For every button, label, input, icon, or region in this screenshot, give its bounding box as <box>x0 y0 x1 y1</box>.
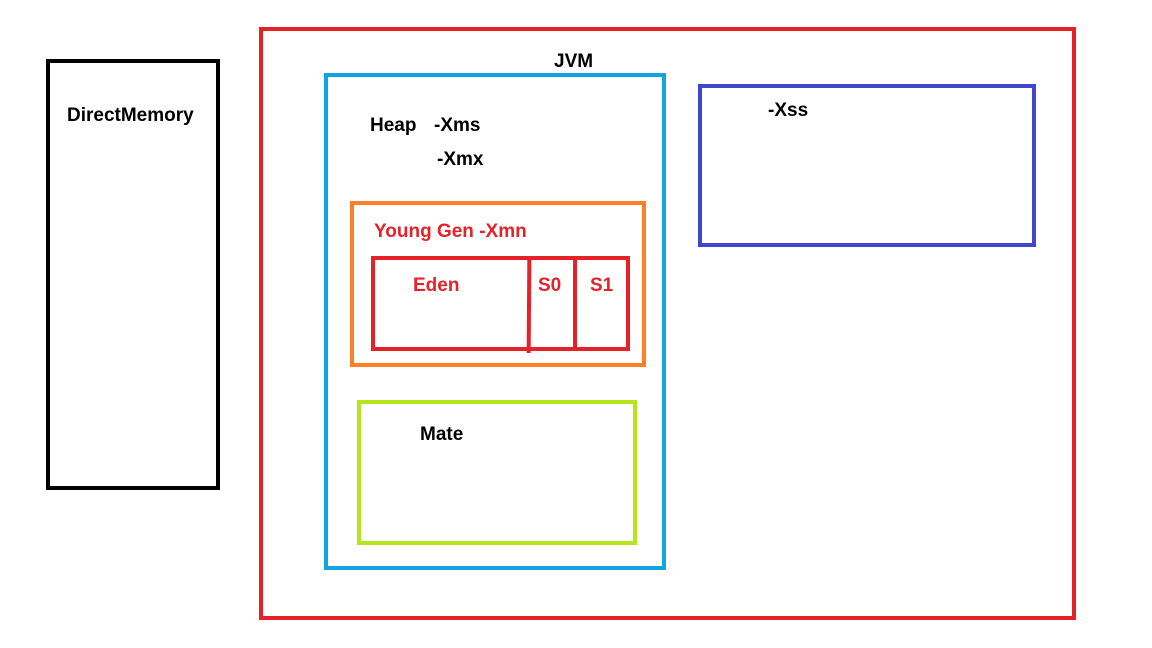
stack-box <box>698 84 1036 247</box>
heap-label: Heap <box>370 115 417 136</box>
jvm-label: JVM <box>554 51 594 72</box>
young-gen-survivor-box <box>371 256 630 351</box>
heap-box <box>324 73 666 570</box>
direct-memory-box <box>46 59 220 490</box>
s1-label: S1 <box>590 275 614 296</box>
meta-box <box>357 400 637 545</box>
eden-s0-divider <box>526 255 532 354</box>
stack-xss-label: -Xss <box>768 100 809 121</box>
jvm-box <box>259 27 1076 620</box>
direct-memory-label: DirectMemory <box>67 105 194 126</box>
heap-xms-label: -Xms <box>434 115 481 136</box>
eden-label: Eden <box>413 275 460 296</box>
meta-label: Mate <box>420 424 464 445</box>
heap-xmx-label: -Xmx <box>437 149 484 170</box>
s0-s1-divider <box>573 256 577 351</box>
young-gen-box <box>350 201 646 367</box>
young-gen-label: Young Gen -Xmn <box>374 221 527 242</box>
s0-label: S0 <box>538 275 562 296</box>
